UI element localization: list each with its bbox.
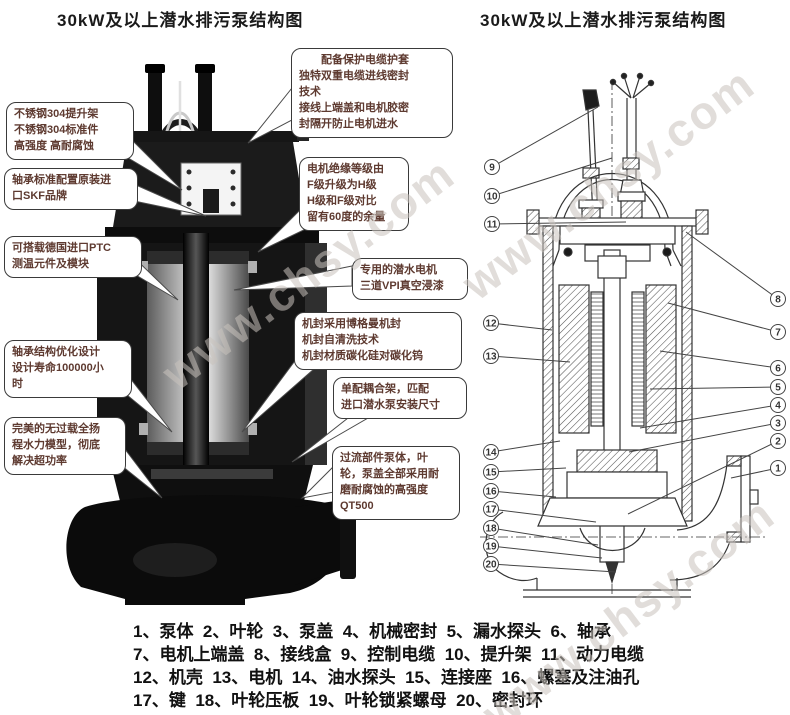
callout-tail — [233, 265, 353, 291]
balloon-6: 6 — [659, 350, 786, 376]
balloon-13: 13 — [483, 348, 571, 364]
svg-text:15: 15 — [485, 468, 497, 479]
balloon-3: 3 — [628, 415, 786, 453]
balloon-5: 5 — [649, 379, 786, 395]
svg-text:7: 7 — [775, 328, 781, 339]
callout-lifting-frame-material: 不锈钢304提升架 不锈钢304标准件 高强度 高耐腐蚀 — [6, 102, 134, 160]
stator-and-windings — [558, 284, 677, 434]
balloon-12: 12 — [483, 315, 553, 331]
svg-text:9: 9 — [489, 163, 495, 174]
svg-text:4: 4 — [775, 401, 781, 412]
balloon-16: 16 — [483, 483, 557, 499]
balloon-11: 11 — [484, 216, 627, 232]
balloon-14: 14 — [483, 440, 561, 460]
svg-text:5: 5 — [775, 383, 781, 394]
balloon-8: 8 — [685, 231, 786, 307]
balloon-7: 7 — [667, 302, 786, 340]
balloon-19: 19 — [483, 538, 603, 559]
callout-bearing-life: 轴承结构优化设计 设计寿命100000小 时 — [4, 340, 132, 398]
svg-text:11: 11 — [487, 220, 498, 231]
svg-text:16: 16 — [485, 487, 497, 498]
svg-text:17: 17 — [485, 505, 497, 516]
balloon-9: 9 — [484, 106, 599, 175]
svg-text:8: 8 — [775, 295, 781, 306]
callout-cable-sealing: 配备保护电缆护套 独特双重电缆进线密封 技术 接线上端盖和电机胶密 封隔开防止电… — [291, 48, 453, 138]
svg-text:12: 12 — [485, 319, 497, 330]
seal-and-connecting-seat — [537, 449, 688, 527]
volute-and-discharge — [480, 455, 765, 598]
balloon-15: 15 — [483, 464, 567, 480]
legend-line-1: 1、泵体 2、叶轮 3、泵盖 4、机械密封 5、漏水探头 6、轴承 — [133, 622, 611, 641]
callout-tail — [247, 86, 293, 144]
svg-text:6: 6 — [775, 364, 781, 375]
svg-text:18: 18 — [485, 524, 497, 535]
balloon-10: 10 — [484, 157, 613, 204]
power-cable — [609, 72, 655, 192]
callout-tail — [300, 464, 335, 499]
balloon-2: 2 — [627, 433, 786, 515]
svg-text:14: 14 — [485, 448, 497, 459]
legend-line-2: 7、电机上端盖 8、接线盒 9、控制电缆 10、提升架 11、动力电缆 — [133, 645, 645, 664]
svg-text:19: 19 — [485, 542, 497, 553]
svg-text:2: 2 — [775, 437, 781, 448]
callout-bearing-brand: 轴承标准配置原装进 口SKF品牌 — [4, 168, 138, 210]
svg-text:10: 10 — [486, 192, 498, 203]
svg-text:20: 20 — [485, 560, 497, 571]
callout-insulation-class: 电机绝缘等级由 F级升级为H级 H级和F级对比 留有60度的余量 — [299, 157, 409, 231]
impeller — [579, 527, 646, 551]
balloon-20: 20 — [483, 556, 617, 573]
callout-coupling-frame: 单配耦合架，匹配 进口潜水泵安装尺寸 — [333, 377, 467, 419]
balloon-4: 4 — [639, 397, 786, 429]
legend-line-3: 12、机壳 13、电机 14、油水探头 15、连接座 16、螺塞及注油孔 — [133, 668, 640, 687]
legend-line-4: 17、键 18、叶轮压板 19、叶轮锁紧螺母 20、密封环 — [133, 691, 543, 710]
cable-glands — [578, 179, 646, 221]
right-pump-line-drawing — [480, 72, 765, 598]
balloon-17: 17 — [483, 501, 597, 523]
callout-mechanical-seal: 机封采用博格曼机封 机封自清洗技术 机封材质碳化硅对碳化钨 — [294, 312, 462, 370]
callout-flow-parts-material: 过流部件泵体，叶 轮，泵盖全部采用耐 磨耐腐蚀的高强度 QT500 — [332, 446, 460, 520]
right-diagram-title: 30kW及以上潜水排污泵结构图 — [480, 11, 727, 30]
callout-motor-vpi: 专用的潜水电机 三道VPI真空浸漆 — [352, 258, 468, 300]
balloon-18: 18 — [483, 520, 599, 546]
left-diagram-title: 30kW及以上潜水排污泵结构图 — [57, 11, 304, 30]
callout-hydraulic-model: 完美的无过载全扬 程水力模型，彻底 解决超功率 — [4, 417, 126, 475]
svg-text:13: 13 — [485, 352, 497, 363]
svg-text:3: 3 — [775, 419, 781, 430]
balloon-1: 1 — [730, 460, 786, 479]
volute-casing — [66, 493, 356, 605]
parts-legend: 1、泵体 2、叶轮 3、泵盖 4、机械密封 5、漏水探头 6、轴承 7、电机上端… — [133, 620, 644, 712]
svg-text:1: 1 — [775, 464, 781, 475]
callout-ptc-module: 可搭载德国进口PTC 测温元件及模块 — [4, 236, 142, 278]
